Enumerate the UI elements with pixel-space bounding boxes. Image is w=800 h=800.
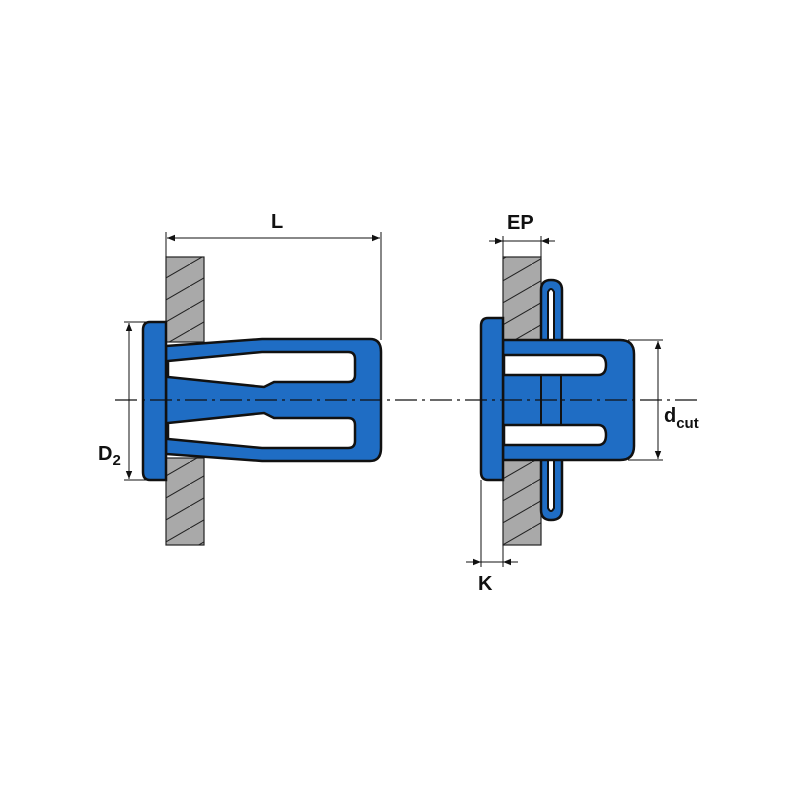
wing-slot-upper <box>547 288 555 355</box>
label-dcut: dcut <box>664 405 699 432</box>
fastener-flange <box>141 320 168 482</box>
label-ep: EP <box>507 212 534 234</box>
slot-lower-right <box>502 423 608 447</box>
label-dcut-main: d <box>664 405 676 427</box>
installed-view-left: L D2 <box>98 211 383 546</box>
label-dcut-sub: cut <box>676 415 699 432</box>
installed-view-right: EP dcut K <box>466 212 699 595</box>
slot-upper-right <box>502 353 608 377</box>
slot-upper <box>166 350 357 389</box>
panel-section-lower <box>165 457 205 546</box>
label-k: K <box>478 573 493 595</box>
fastener-flange-right <box>479 316 505 482</box>
wing-slot-lower <box>547 445 555 512</box>
label-d2: D2 <box>98 443 121 469</box>
label-l: L <box>271 211 283 233</box>
label-d2-sub: 2 <box>112 452 120 469</box>
panel-section-lower-right <box>502 457 542 546</box>
panel-section-upper <box>165 256 205 343</box>
panel-section-upper-right <box>502 256 542 343</box>
label-d2-main: D <box>98 443 112 465</box>
slot-lower <box>166 411 357 450</box>
